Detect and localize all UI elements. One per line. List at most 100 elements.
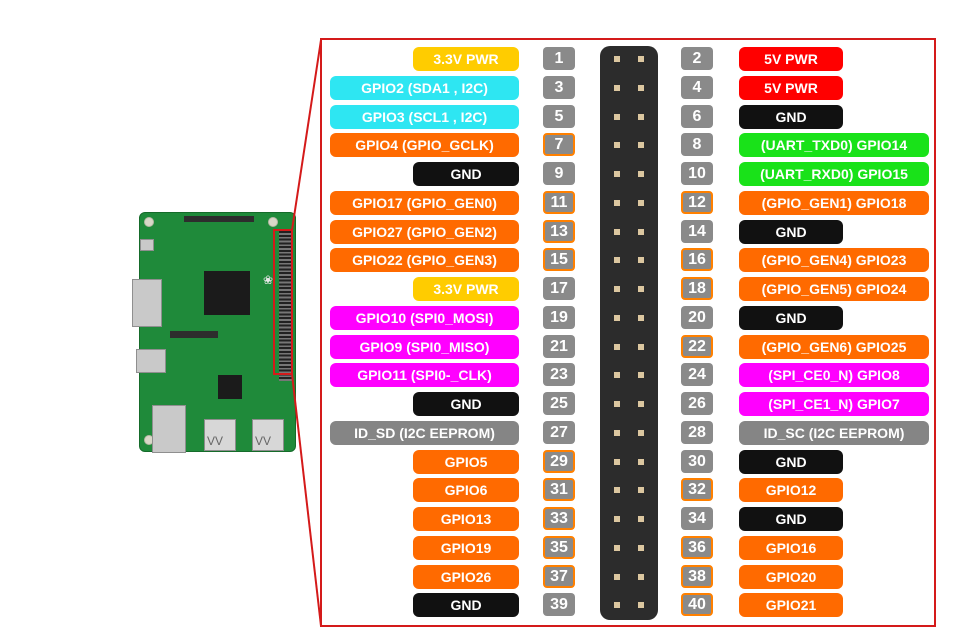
pin-number-37: 37 (543, 565, 575, 588)
pin-label-14: GND (739, 220, 843, 244)
raspberry-logo-icon: ❀ (263, 273, 274, 287)
pin-label-2: 5V PWR (739, 47, 843, 71)
pin-number-34: 34 (681, 507, 713, 530)
pin-number-9: 9 (543, 162, 575, 185)
pin-number-23: 23 (543, 363, 575, 386)
pin-contact (614, 286, 620, 292)
pin-contact (614, 200, 620, 206)
audio-jack (136, 349, 166, 373)
micro-usb-port (140, 239, 154, 251)
pin-contact (638, 545, 644, 551)
pin-number-17: 17 (543, 277, 575, 300)
pin-contact (638, 142, 644, 148)
header-pin-pair (600, 362, 658, 388)
pin-label-30: GND (739, 450, 843, 474)
pin-label-13: GPIO27 (GPIO_GEN2) (330, 220, 519, 244)
pin-label-24: (SPI_CE0_N) GPIO8 (739, 363, 929, 387)
pin-contact (614, 114, 620, 120)
pin-contact (638, 85, 644, 91)
header-pin-pair (600, 535, 658, 561)
pin-number-22: 22 (681, 335, 713, 358)
pin-number-26: 26 (681, 392, 713, 415)
pin-number-7: 7 (543, 133, 575, 156)
pin-number-8: 8 (681, 133, 713, 156)
pin-label-33: GPIO13 (413, 507, 519, 531)
pin-contact (638, 200, 644, 206)
pin-contact (614, 459, 620, 465)
pin-contact (614, 85, 620, 91)
pin-label-11: GPIO17 (GPIO_GEN0) (330, 191, 519, 215)
pin-contact (638, 602, 644, 608)
pin-number-33: 33 (543, 507, 575, 530)
pin-label-40: GPIO21 (739, 593, 843, 617)
pin-number-5: 5 (543, 105, 575, 128)
pin-contact (638, 114, 644, 120)
pin-label-39: GND (413, 593, 519, 617)
pin-number-25: 25 (543, 392, 575, 415)
pin-number-36: 36 (681, 536, 713, 559)
pin-contact (614, 344, 620, 350)
pin-contact (614, 487, 620, 493)
pin-contact (638, 286, 644, 292)
pin-number-18: 18 (681, 277, 713, 300)
pin-contact (638, 372, 644, 378)
header-pin-pair (600, 506, 658, 532)
pin-contact (638, 574, 644, 580)
pin-contact (638, 401, 644, 407)
pin-label-6: GND (739, 105, 843, 129)
pin-label-27: ID_SD (I2C EEPROM) (330, 421, 519, 445)
header-pin-pair (600, 276, 658, 302)
pin-contact (638, 344, 644, 350)
pin-number-35: 35 (543, 536, 575, 559)
header-pin-pair (600, 391, 658, 417)
header-pin-pair (600, 592, 658, 618)
pin-label-22: (GPIO_GEN6) GPIO25 (739, 335, 929, 359)
pin-contact (614, 142, 620, 148)
pin-label-35: GPIO19 (413, 536, 519, 560)
pin-label-37: GPIO26 (413, 565, 519, 589)
pin-number-29: 29 (543, 450, 575, 473)
pin-number-30: 30 (681, 450, 713, 473)
pin-number-12: 12 (681, 191, 713, 214)
pin-contact (638, 171, 644, 177)
pin-label-36: GPIO16 (739, 536, 843, 560)
pin-number-6: 6 (681, 105, 713, 128)
pin-number-16: 16 (681, 248, 713, 271)
pin-number-31: 31 (543, 478, 575, 501)
pin-number-13: 13 (543, 220, 575, 243)
pin-contact (614, 574, 620, 580)
pin-contact (638, 56, 644, 62)
pin-contact (638, 487, 644, 493)
pin-number-20: 20 (681, 306, 713, 329)
header-pin-pair (600, 219, 658, 245)
header-pin-pair (600, 190, 658, 216)
gpio-header-miniature (279, 231, 293, 381)
pin-number-19: 19 (543, 306, 575, 329)
header-pin-pair (600, 161, 658, 187)
header-pin-pair (600, 477, 658, 503)
pin-number-38: 38 (681, 565, 713, 588)
header-pin-pair (600, 46, 658, 72)
pin-label-20: GND (739, 306, 843, 330)
pin-contact (614, 372, 620, 378)
pin-label-19: GPIO10 (SPI0_MOSI) (330, 306, 519, 330)
pin-label-31: GPIO6 (413, 478, 519, 502)
pin-contact (614, 401, 620, 407)
pin-contact (614, 545, 620, 551)
pin-number-1: 1 (543, 47, 575, 70)
pin-label-7: GPIO4 (GPIO_GCLK) (330, 133, 519, 157)
pin-number-27: 27 (543, 421, 575, 444)
pin-label-32: GPIO12 (739, 478, 843, 502)
pin-number-24: 24 (681, 363, 713, 386)
pin-contact (614, 171, 620, 177)
pin-number-28: 28 (681, 421, 713, 444)
pin-number-40: 40 (681, 593, 713, 616)
pin-label-38: GPIO20 (739, 565, 843, 589)
header-pin-pair (600, 305, 658, 331)
pin-label-28: ID_SC (I2C EEPROM) (739, 421, 929, 445)
header-highlight-box (273, 229, 293, 375)
pin-number-21: 21 (543, 335, 575, 358)
pin-label-12: (GPIO_GEN1) GPIO18 (739, 191, 929, 215)
header-pin-pair (600, 420, 658, 446)
